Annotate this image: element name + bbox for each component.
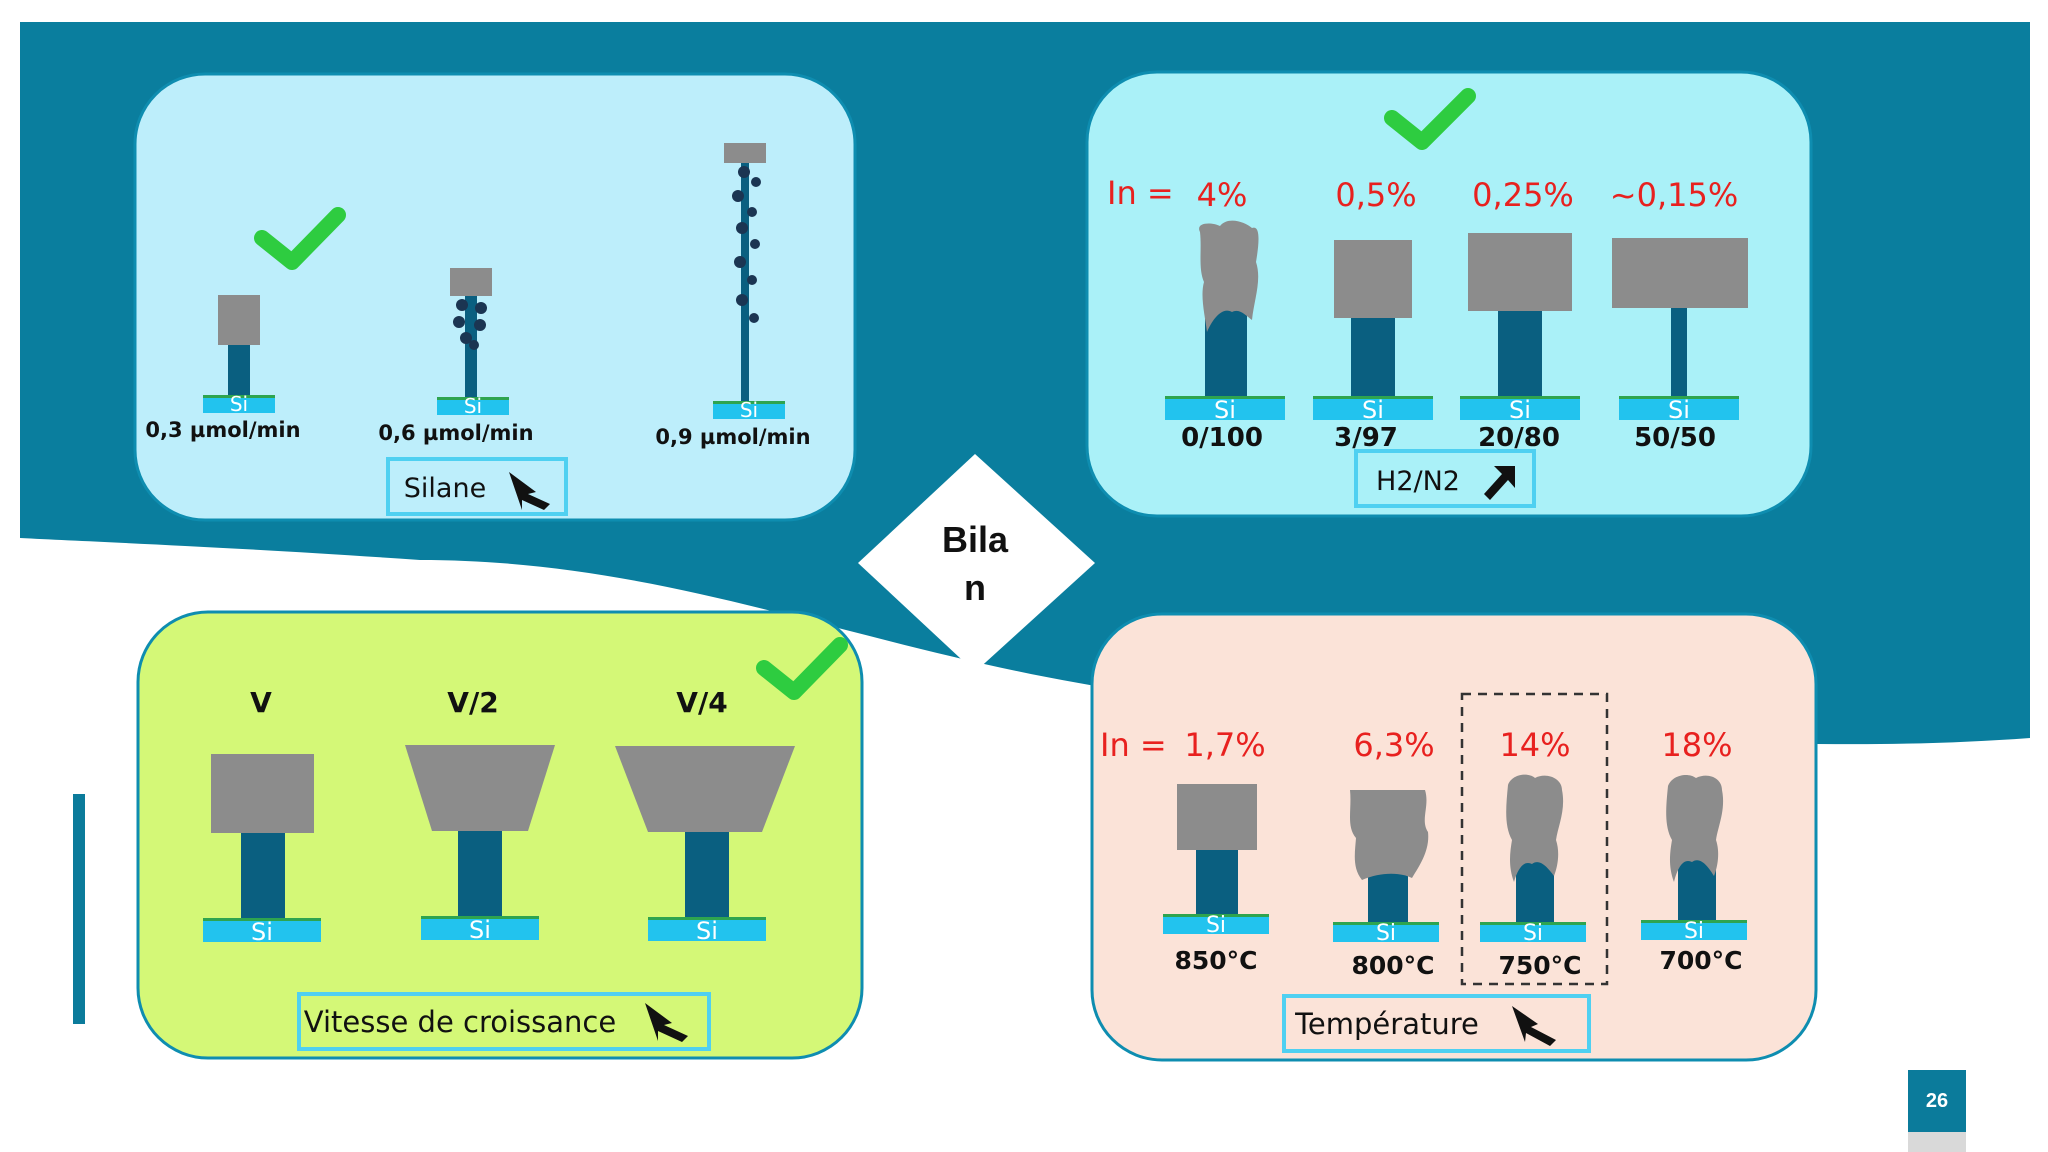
left-accent-bar (73, 794, 85, 1024)
vitesse-label-1: V (250, 686, 272, 719)
h2n2-value-4: ~0,15% (1610, 176, 1738, 214)
silane-label-2: 0,6 µmol/min (378, 421, 533, 445)
panel-vitesse: V V/2 V/4 Si Si (136, 610, 864, 1060)
h2n2-caption: H2/N2 (1376, 466, 1460, 497)
substrate-label: Si (230, 392, 248, 416)
check-icon (1384, 88, 1476, 150)
temperature-caption: Température (1294, 1007, 1479, 1041)
check-icon (756, 637, 848, 700)
substrate-label: Si (1376, 921, 1396, 946)
arrow-down-right-icon (1512, 1006, 1556, 1046)
temperature-value-1: 1,7% (1184, 726, 1265, 764)
silane-label-1: 0,3 µmol/min (145, 418, 300, 442)
silane-nanowire-3: Si (713, 143, 785, 422)
substrate-label: Si (1668, 396, 1690, 424)
temperature-nanowire-2: Si (1333, 790, 1439, 946)
vitesse-label-3: V/4 (676, 686, 727, 719)
temperature-nanowire-4: Si (1641, 774, 1747, 944)
substrate-label: Si (696, 917, 718, 945)
arrow-down-right-icon (645, 1003, 688, 1042)
h2n2-value-1: 4% (1197, 176, 1248, 214)
temperature-label-4: 700°C (1659, 946, 1742, 975)
temperature-value-3: 14% (1499, 726, 1570, 764)
substrate-label: Si (1684, 919, 1704, 944)
substrate-label: Si (251, 918, 273, 946)
panel-silane: Si 0,3 µmol/min Si 0,6 µmol/min (133, 72, 857, 522)
h2n2-nanowire-2: Si (1313, 240, 1433, 424)
arrow-down-right-icon (1484, 466, 1515, 500)
substrate-label: Si (1362, 396, 1384, 424)
temperature-label-3: 750°C (1498, 951, 1581, 980)
h2n2-nanowire-1: Si (1165, 220, 1285, 424)
arrow-down-right-icon (509, 472, 550, 510)
highlight-box (1460, 692, 1609, 986)
temperature-nanowire-1: Si (1163, 784, 1269, 938)
h2n2-nanowire-3: Si (1460, 233, 1580, 424)
h2n2-value-3: 0,25% (1472, 176, 1574, 214)
bilan-line-1: Bila (942, 519, 1009, 560)
substrate-label: Si (464, 394, 482, 418)
temperature-prefix: In = (1100, 726, 1167, 764)
substrate-label: Si (1509, 396, 1531, 424)
h2n2-label-1: 0/100 (1181, 423, 1263, 453)
substrate-label: Si (1206, 913, 1226, 938)
h2n2-value-2: 0,5% (1335, 176, 1416, 214)
substrate-label: Si (469, 916, 491, 944)
temperature-value-4: 18% (1661, 726, 1732, 764)
h2n2-label-4: 50/50 (1634, 423, 1716, 453)
substrate-label: Si (1214, 396, 1236, 424)
h2n2-label-3: 20/80 (1478, 423, 1560, 453)
temperature-value-2: 6,3% (1353, 726, 1434, 764)
temperature-label-2: 800°C (1351, 951, 1434, 980)
page-number-footer (1908, 1132, 1966, 1152)
panel-temperature: In = 1,7% 6,3% 14% 18% Si 850°C (1090, 612, 1818, 1062)
vitesse-nanowire-3: Si (615, 746, 795, 945)
vitesse-label-2: V/2 (447, 686, 498, 719)
page-number: 26 (1908, 1070, 1966, 1132)
silane-nanowire-1: Si (203, 295, 275, 416)
silane-label-3: 0,9 µmol/min (655, 425, 810, 449)
substrate-label: Si (740, 398, 758, 422)
vitesse-nanowire-2: Si (405, 745, 555, 944)
panel-h2n2: In = 4% 0,5% 0,25% ~0,15% Si 0/100 Si (1085, 70, 1813, 518)
vitesse-caption: Vitesse de croissance (304, 1005, 616, 1039)
bilan-diamond: Bila n (858, 454, 1095, 672)
check-icon (254, 207, 346, 270)
substrate-label: Si (1523, 921, 1543, 946)
h2n2-prefix: In = (1107, 174, 1174, 212)
silane-caption: Silane (404, 473, 486, 504)
bilan-line-2: n (964, 567, 986, 608)
vitesse-nanowire-1: Si (203, 754, 321, 946)
temperature-label-1: 850°C (1174, 946, 1257, 975)
temperature-nanowire-3: Si (1480, 774, 1586, 946)
h2n2-nanowire-4: Si (1612, 238, 1748, 424)
h2n2-label-2: 3/97 (1334, 423, 1398, 453)
silane-nanowire-2: Si (437, 268, 509, 418)
